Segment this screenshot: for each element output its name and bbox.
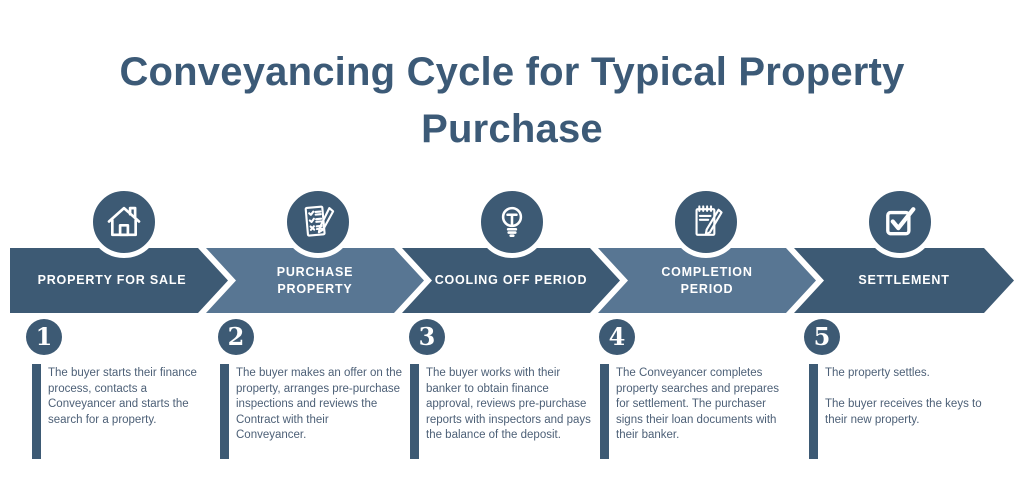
chevron-step-completion-period: COMPLETION PERIOD — [598, 248, 816, 313]
step-number-badge: 4 — [599, 319, 635, 355]
step-description: The property settles. The buyer receives… — [825, 367, 982, 426]
accent-bar — [220, 364, 229, 459]
accent-bar — [600, 364, 609, 459]
step-description: The buyer makes an offer on the property… — [236, 367, 402, 441]
chevron-step-property-for-sale: PROPERTY FOR SALE — [10, 248, 228, 313]
step-label: COOLING OFF PERIOD — [434, 273, 588, 287]
step-description: The Conveyancer completes property searc… — [616, 367, 780, 441]
house-icon — [88, 186, 160, 258]
step-number-badge: 1 — [26, 319, 62, 355]
step-description: The buyer works with their banker to obt… — [426, 367, 591, 441]
chevron-step-purchase-property: PURCHASE PROPERTY — [206, 248, 424, 313]
chevron-step-cooling-off-period: COOLING OFF PERIOD — [402, 248, 620, 313]
accent-bar — [32, 364, 41, 459]
step-number-badge: 2 — [218, 319, 254, 355]
step-label: SETTLEMENT — [858, 273, 950, 287]
notepad-pencil-icon — [670, 186, 742, 258]
lightbulb-icon — [476, 186, 548, 258]
step-number-badge: 3 — [409, 319, 445, 355]
accent-bar — [410, 364, 419, 459]
accent-bar — [809, 364, 818, 459]
step-label: PROPERTY FOR SALE — [37, 273, 187, 287]
checklist-pencil-icon — [282, 186, 354, 258]
step-number-badge: 5 — [804, 319, 840, 355]
chevron-step-settlement: SETTLEMENT — [794, 248, 1014, 313]
step-description: The buyer starts their finance process, … — [48, 367, 197, 426]
step-label: PURCHASE PROPERTY — [276, 264, 354, 296]
checkbox-check-icon — [864, 186, 936, 258]
page-title: Conveyancing Cycle for Typical Property … — [119, 50, 905, 151]
step-label: COMPLETION PERIOD — [661, 264, 753, 296]
